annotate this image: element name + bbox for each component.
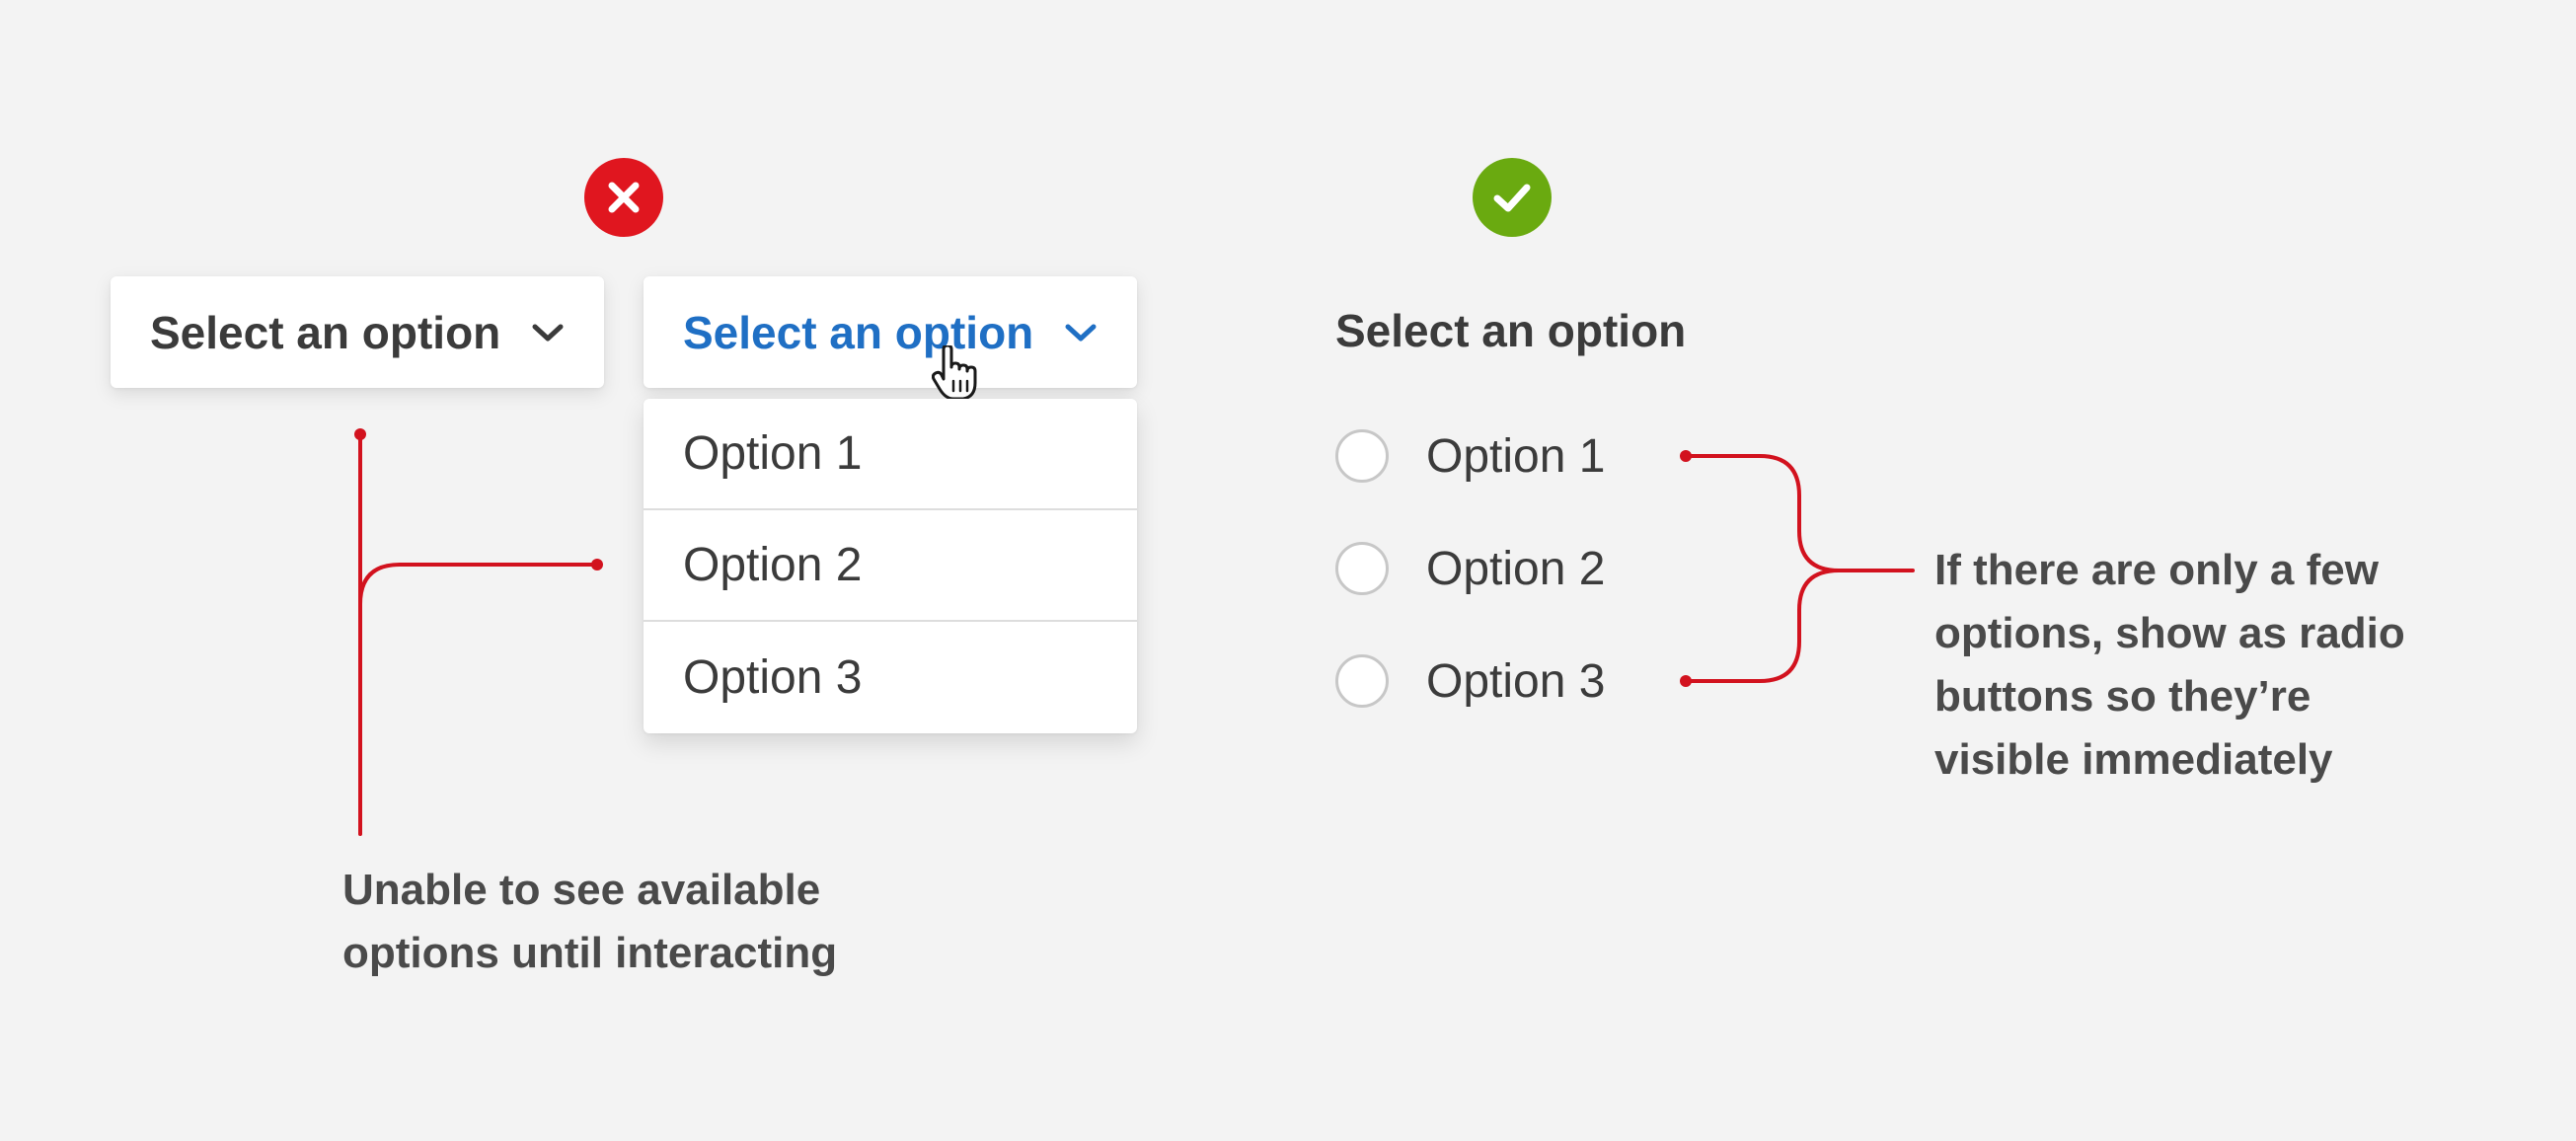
radio-group-heading: Select an option	[1335, 305, 1687, 356]
annotation-line: visible immediately	[1934, 735, 2333, 784]
radio-option[interactable]: Option 3	[1335, 651, 1605, 711]
radio-option[interactable]: Option 2	[1335, 539, 1605, 598]
check-icon	[1493, 184, 1531, 212]
closed-select[interactable]: Select an option	[111, 276, 604, 388]
radio-button[interactable]	[1335, 429, 1389, 483]
good-annotation-bracket	[1684, 454, 1915, 683]
annotation-line: Unable to see available	[342, 866, 821, 914]
chevron-down-icon	[532, 324, 564, 341]
good-annotation-text: If there are only a few options, show as…	[1934, 539, 2405, 792]
closed-select-label: Select an option	[150, 306, 501, 358]
dropdown-option[interactable]: Option 1	[644, 399, 1137, 510]
radio-label: Option 3	[1426, 654, 1606, 708]
bad-annotation-branch	[358, 563, 599, 606]
open-select-label: Select an option	[683, 306, 1034, 358]
open-select[interactable]: Select an option	[644, 276, 1137, 388]
hand-pointer-icon	[932, 345, 977, 401]
annotation-dot	[354, 428, 366, 440]
annotation-line: options, show as radio	[1934, 609, 2405, 657]
bad-badge	[584, 158, 663, 237]
annotation-dot	[591, 559, 603, 570]
radio-group: Option 1 Option 2 Option 3	[1335, 426, 1605, 711]
annotation-dot	[1680, 450, 1692, 462]
radio-button[interactable]	[1335, 542, 1389, 595]
dropdown-menu: Option 1 Option 2 Option 3	[644, 399, 1137, 733]
chevron-down-icon	[1065, 324, 1097, 341]
radio-option[interactable]: Option 1	[1335, 426, 1605, 486]
radio-button[interactable]	[1335, 654, 1389, 708]
radio-label: Option 1	[1426, 429, 1606, 483]
annotation-dot	[1680, 675, 1692, 687]
annotation-line: options until interacting	[342, 929, 838, 977]
dropdown-option[interactable]: Option 3	[683, 651, 863, 704]
bad-annotation-text: Unable to see available options until in…	[342, 859, 837, 985]
x-icon	[608, 182, 640, 213]
good-badge	[1473, 158, 1552, 237]
annotation-line: buttons so they’re	[1934, 672, 2311, 721]
radio-label: Option 2	[1426, 542, 1606, 595]
annotation-line: If there are only a few	[1934, 546, 2379, 594]
dropdown-option[interactable]: Option 2	[644, 510, 1137, 622]
